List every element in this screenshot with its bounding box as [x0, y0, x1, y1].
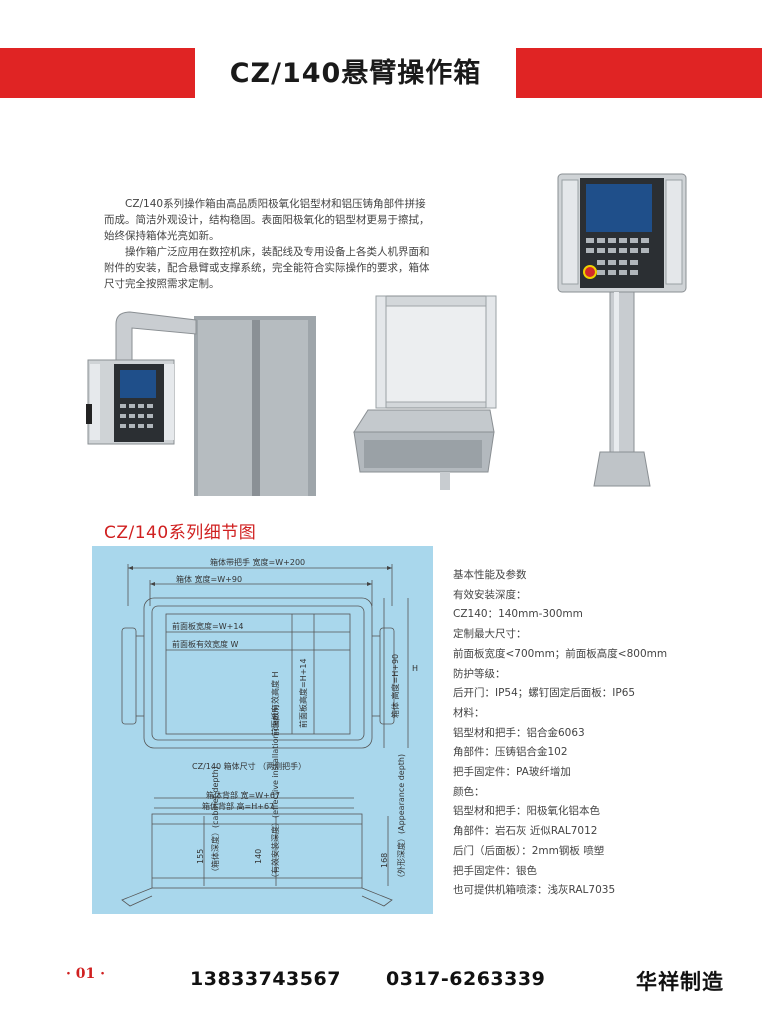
- spec-item: 把手固定件：银色: [453, 864, 537, 877]
- spec-item: 定制最大尺寸：: [453, 628, 527, 641]
- photo-pole-mounted-box: [552, 168, 692, 488]
- label-appearance-depth: （外形深度）(Appearance depth): [397, 753, 406, 882]
- label-cabinet-depth: （箱体深度）(cabinet depth): [211, 766, 220, 876]
- section-title: CZ/140系列细节图: [104, 523, 257, 543]
- spec-item: 角部件：岩石灰 近似RAL7012: [453, 825, 598, 838]
- page-title: CZ/140悬臂操作箱: [229, 58, 482, 89]
- label-h: H: [412, 664, 419, 673]
- label-155: 155: [196, 848, 205, 864]
- photo-open-box: [344, 292, 504, 492]
- spec-item: CZ140：140mm-300mm: [453, 608, 583, 621]
- photo-cantilever-arm-box: [86, 302, 316, 498]
- label-back-width: 箱体背部 宽=W+67: [206, 791, 281, 800]
- spec-item: 把手固定件：PA玻纤增加: [453, 766, 571, 779]
- label-front-panel-height: 前面板高度=H+14: [299, 658, 308, 728]
- label-effective-depth: （有效安装深度）(effective installation depth): [271, 704, 280, 882]
- label-back-height: 箱体背部 高=H+67: [202, 802, 275, 811]
- header-bar-left: [0, 48, 195, 98]
- spec-item: 基本性能及参数: [453, 569, 527, 581]
- label-front-panel-effective-width: 前面板有效宽度 W: [172, 640, 239, 649]
- spec-item: 也可提供机箱喷漆：浅灰RAL7035: [453, 884, 616, 897]
- label-front-panel-width: 前面板宽度=W+14: [172, 622, 244, 631]
- spec-item: 角部件：压铸铝合金102: [453, 746, 568, 759]
- spec-item: 颜色：: [453, 785, 485, 798]
- intro-text: CZ/140系列操作箱由高品质阳极氧化铝型材和铝压铸角部件拼接而成。简洁外观设计…: [104, 196, 434, 292]
- label-140: 140: [254, 848, 263, 864]
- spec-item: 铝型材和把手：铝合金6063: [453, 726, 585, 739]
- label-width-body: 箱体 宽度=W+90: [176, 575, 243, 584]
- drawing-caption: CZ/140 箱体尺寸 （两侧把手）: [192, 762, 307, 771]
- spec-item: 材料：: [453, 706, 485, 719]
- label-width-total: 箱体带把手 宽度=W+200: [210, 558, 306, 567]
- label-168: 168: [380, 852, 389, 868]
- label-body-height: 箱体 高度=H+90: [391, 653, 400, 718]
- specs-list: 基本性能及参数 有效安装深度： CZ140：140mm-300mm 定制最大尺寸…: [453, 566, 753, 901]
- header-bar-right: [516, 48, 762, 98]
- spec-item: 防护等级：: [453, 667, 506, 680]
- intro-paragraph-1: CZ/140系列操作箱由高品质阳极氧化铝型材和铝压铸角部件拼接而成。简洁外观设计…: [104, 198, 430, 242]
- technical-drawing: 箱体带把手 宽度=W+200 箱体 宽度=W+90 前面板宽度=W+14 前面板…: [92, 546, 433, 914]
- phone-mobile: 13833743567: [190, 968, 341, 990]
- intro-paragraph-2: 操作箱广泛应用在数控机床，装配线及专用设备上各类人机界面和附件的安装，配合悬臂或…: [104, 246, 430, 290]
- spec-item: 有效安装深度：: [453, 588, 527, 601]
- phone-landline: 0317-6263339: [386, 968, 546, 990]
- spec-item: 后门（后面板）：2mm钢板 喷塑: [453, 844, 605, 857]
- page-number: · 01 ·: [66, 966, 105, 982]
- spec-item: 前面板宽度<700mm；前面板高度<800mm: [453, 647, 668, 660]
- spec-item: 后开门：IP54；螺钉固定后面板：IP65: [453, 687, 636, 700]
- spec-item: 铝型材和把手：阳极氧化铝本色: [453, 805, 600, 818]
- brand-name: 华祥制造: [636, 970, 724, 994]
